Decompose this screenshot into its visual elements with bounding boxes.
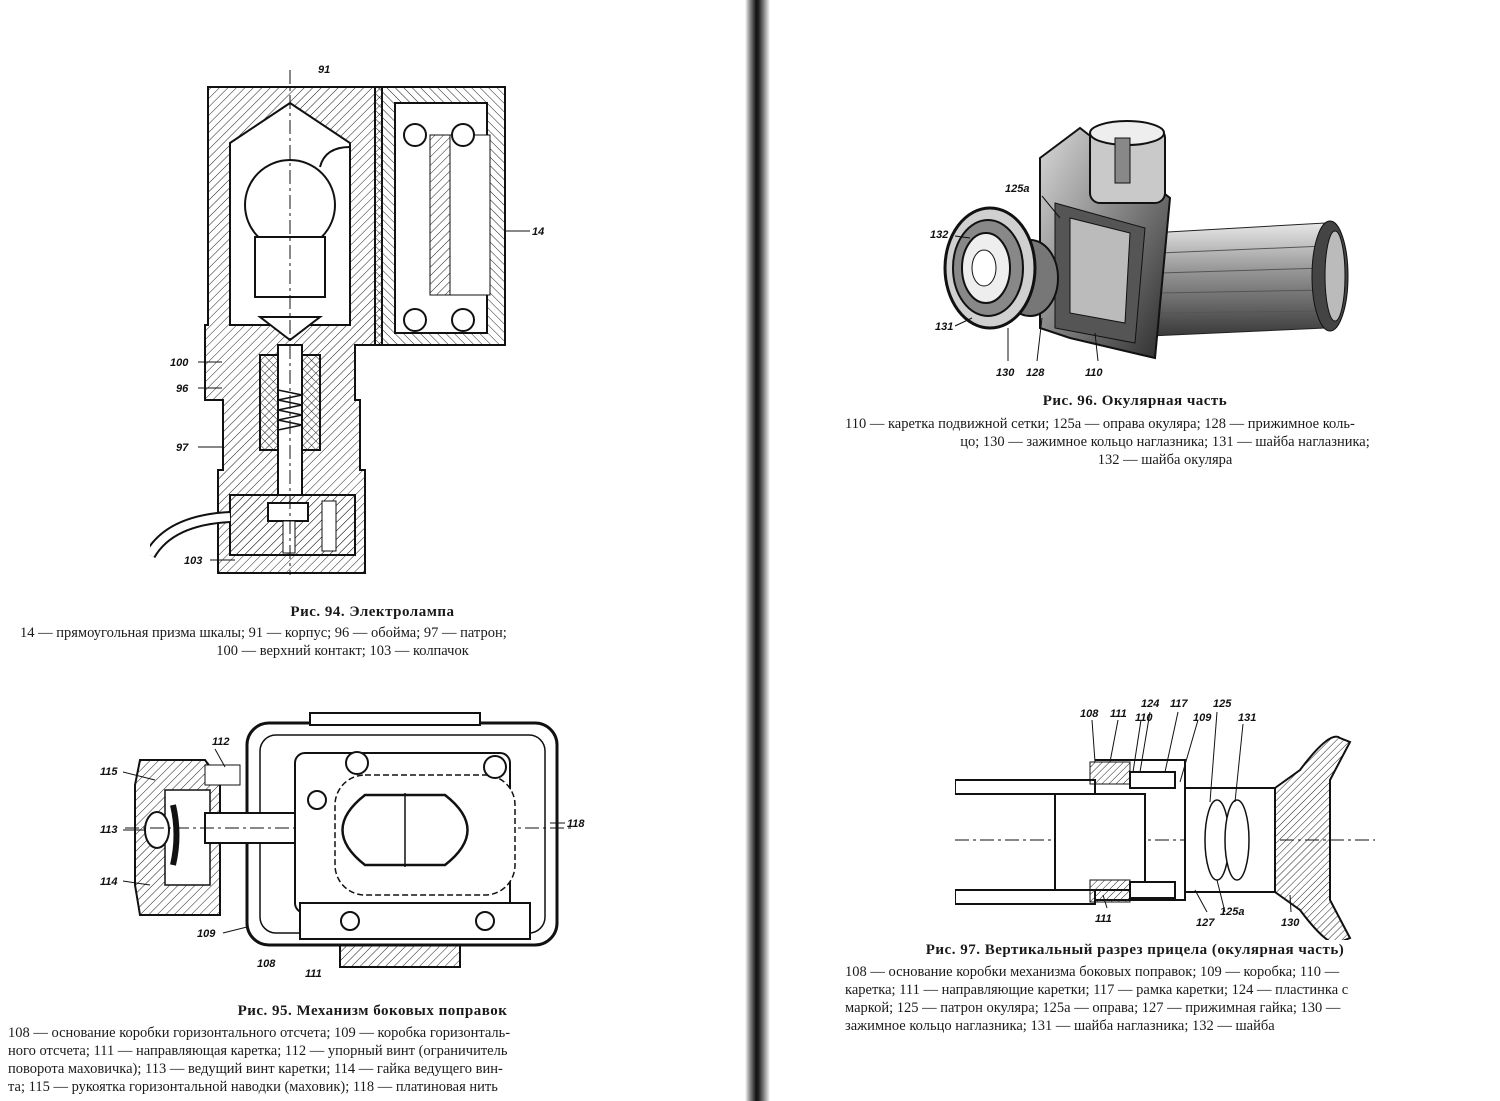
fig95-label-113: 113 [100, 824, 118, 836]
fig95-legend-line: поворота маховичка); 113 — ведущий винт … [8, 1061, 503, 1077]
fig97-label-130: 130 [1281, 917, 1300, 929]
fig96-drawing: 125а 132 131 130 128 110 [930, 118, 1390, 380]
fig95-legend: 108 — основание коробки горизонтального … [8, 1024, 698, 1096]
fig96-title: Рис. 96. Окулярная часть [1042, 393, 1228, 409]
fig96-label-132: 132 [930, 229, 948, 241]
fig95-label-114: 114 [100, 876, 118, 888]
fig95-title: Рис. 95. Механизм боковых поправок [237, 1003, 508, 1019]
fig96-legend: 110 — каретка подвижной сетки; 125а — оп… [845, 415, 1485, 469]
left-page: 91 14 100 96 97 103 Рис. 94. Электроламп… [0, 0, 745, 1101]
fig95-label-112: 112 [212, 736, 230, 748]
fig97-label-125a: 125а [1220, 906, 1244, 918]
fig96-legend-line: 132 — шайба окуляра [1097, 452, 1233, 468]
fig96-legend-line: 110 — каретка подвижной сетки; 125а — оп… [845, 416, 1355, 432]
fig94-label-100: 100 [170, 357, 189, 369]
fig94-title: Рис. 94. Электролампа [290, 604, 455, 620]
fig94-label-14: 14 [532, 226, 544, 238]
fig95-label-111: 111 [305, 968, 322, 980]
fig95-drawing: 112 115 113 114 118 109 108 111 [95, 705, 605, 985]
fig97-label-108: 108 [1080, 708, 1099, 720]
fig94-label-103: 103 [184, 555, 202, 567]
fig94-legend-line: 14 — прямоугольная призма шкалы; 91 — ко… [20, 625, 507, 641]
fig94-drawing: 91 14 100 96 97 103 [150, 55, 550, 585]
fig95-legend-line: ного отсчета; 111 — направляющая каретка… [8, 1043, 508, 1059]
fig96-label-125a: 125а [1005, 183, 1029, 195]
fig95-label-115: 115 [100, 766, 118, 778]
fig97-label-110: 110 [1135, 712, 1153, 724]
fig97-label-111: 111 [1110, 708, 1127, 720]
fig95-legend-line: 108 — основание коробки горизонтального … [8, 1025, 511, 1041]
fig97-legend-line: маркой; 125 — патрон окуляра; 125а — опр… [845, 1000, 1341, 1016]
fig97-legend-line: каретка; 111 — направляющие каретки; 117… [845, 982, 1349, 998]
fig96-label-128: 128 [1026, 367, 1045, 379]
fig96-legend-line: цо; 130 — зажимное кольцо наглазника; 13… [960, 434, 1370, 450]
right-page: 125а 132 131 130 128 110 Рис. 96. Окуляр… [770, 0, 1500, 1101]
fig94-label-96: 96 [176, 383, 189, 395]
fig94-label-91: 91 [318, 64, 330, 76]
fig97-legend: 108 — основание коробки механизма боковы… [845, 963, 1485, 1035]
book-gutter [745, 0, 770, 1101]
fig97-label-109: 109 [1193, 712, 1212, 724]
fig95-label-109: 109 [197, 928, 216, 940]
fig96-label-130: 130 [996, 367, 1015, 379]
fig97-drawing: 108 111 124 110 117 109 125 131 111 127 … [955, 690, 1395, 940]
fig97-label-111b: 111 [1095, 913, 1112, 925]
fig97-label-117: 117 [1170, 698, 1188, 710]
fig97-legend-line: 108 — основание коробки механизма боковы… [845, 964, 1340, 980]
fig95-label-118: 118 [567, 818, 585, 830]
fig97-label-125: 125 [1213, 698, 1232, 710]
fig96-label-131: 131 [935, 321, 953, 333]
fig94-legend-line: 100 — верхний контакт; 103 — колпачок [216, 643, 469, 659]
fig96-label-110: 110 [1085, 367, 1103, 379]
fig95-label-108: 108 [257, 958, 276, 970]
fig97-title: Рис. 97. Вертикальный разрез прицела (ок… [925, 942, 1345, 958]
fig97-legend-line: зажимное кольцо наглазника; 131 — шайба … [845, 1018, 1275, 1034]
fig95-legend-line: та; 115 — рукоятка горизонтальной наводк… [8, 1079, 498, 1095]
fig94-label-97: 97 [176, 442, 189, 454]
fig97-label-127: 127 [1196, 917, 1215, 929]
fig97-label-124: 124 [1141, 698, 1159, 710]
fig97-label-131: 131 [1238, 712, 1256, 724]
fig94-legend: 14 — прямоугольная призма шкалы; 91 — ко… [20, 624, 665, 660]
